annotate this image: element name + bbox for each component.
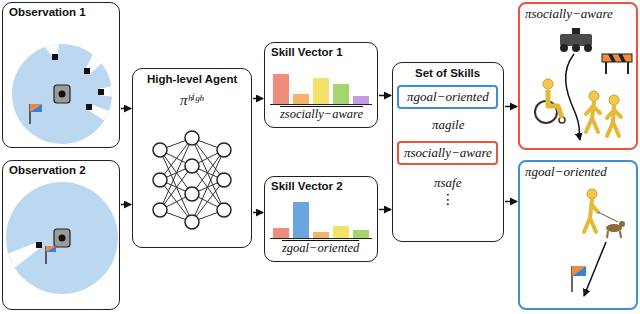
- goal-scene: [572, 189, 625, 296]
- lidar-scan: [6, 182, 118, 294]
- flow-arrow: [121, 108, 131, 110]
- node-title: Observation 1: [9, 6, 86, 18]
- skill-name: ⋮: [441, 191, 455, 207]
- observation-box: Observation 1: [2, 2, 120, 148]
- social-scene: [535, 28, 632, 140]
- bar-chart: [270, 202, 372, 239]
- node-title: Observation 2: [9, 164, 86, 176]
- neural-network: [153, 131, 231, 229]
- skill-vector-box: Skill Vector 2 zgoal−oriented: [264, 176, 378, 262]
- lidar-scan: [12, 44, 112, 144]
- skill-name: πsafe: [434, 175, 461, 191]
- policy-panel: πgoal−oriented: [518, 160, 638, 310]
- node-title: Skill Vector 2: [271, 180, 343, 192]
- skill-set-box: Set of Skills πgoal−oriented πsocially−awa…: [392, 62, 504, 242]
- agent-box: High-level Agent πʰⁱᵍʰ: [132, 68, 252, 248]
- skill-vector-box: Skill Vector 1 zsocially−aware: [264, 42, 378, 128]
- node-text: πʰⁱᵍʰ: [180, 91, 203, 109]
- bar-chart: [270, 74, 372, 105]
- node-title: πsocially−aware: [523, 6, 615, 22]
- policy-panel: πsocially−aware: [518, 2, 638, 150]
- observation-box: Observation 2: [2, 160, 120, 310]
- node-title: πsocially−aware: [404, 145, 492, 161]
- node-title: High-level Agent: [147, 73, 237, 85]
- skill-item: πsocially−aware: [397, 141, 498, 165]
- flow-arrow: [379, 95, 391, 97]
- flow-arrow: [505, 201, 517, 203]
- flow-arrow: [505, 106, 517, 108]
- flow-arrow: [379, 209, 391, 211]
- flow-arrow: [253, 212, 263, 214]
- skill-item: πgoal−oriented: [397, 85, 498, 109]
- skill-name: πagile: [432, 117, 465, 133]
- flow-arrow: [253, 98, 263, 100]
- node-title: Skill Vector 1: [271, 46, 343, 58]
- node-title: πgoal−oriented: [407, 89, 489, 105]
- node-title: πgoal−oriented: [523, 164, 609, 180]
- flow-arrow: [121, 204, 131, 206]
- node-text: zgoal−oriented: [282, 241, 359, 256]
- node-title: Set of Skills: [415, 67, 480, 79]
- node-text: zsocially−aware: [280, 107, 363, 122]
